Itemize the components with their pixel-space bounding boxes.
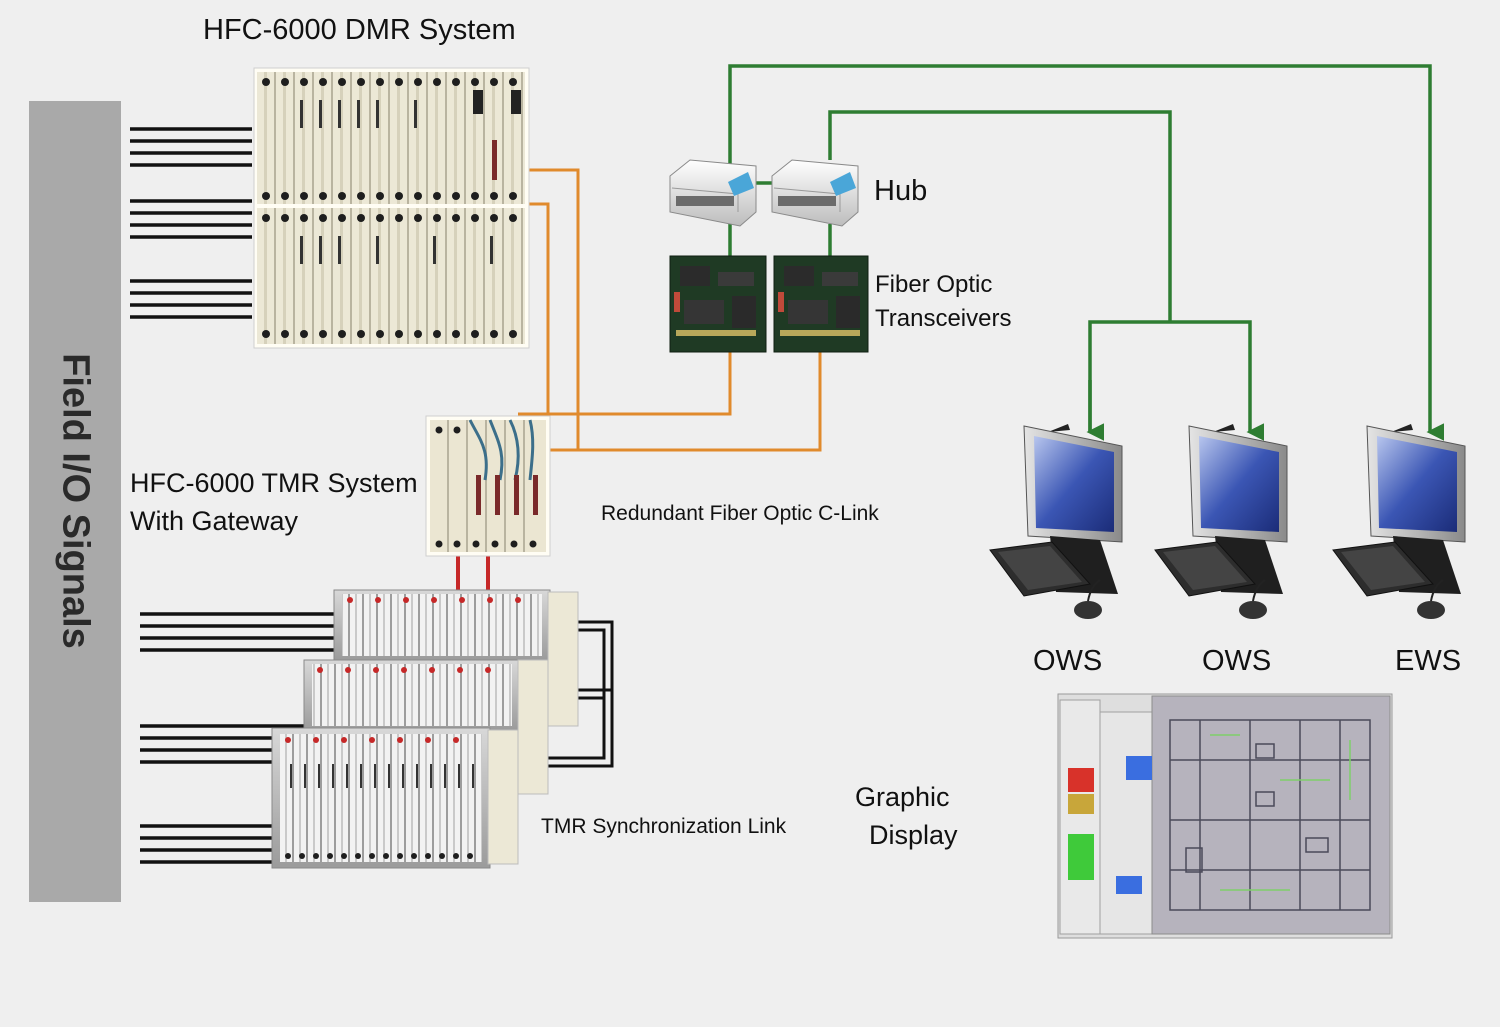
tmr-system-label-line1: HFC-6000 TMR System [130,468,418,498]
field-io-wires [130,127,334,864]
hub-label: Hub [874,175,928,207]
c-link-orange-cables [518,168,822,452]
graphic-display-label-line1: Graphic [855,782,950,812]
gateway-red-links [456,554,490,590]
fiber-optic-label-line1: Fiber Optic [875,271,993,298]
field-io-signals-label: Field I/O Signals [54,353,97,649]
dmr-system-label: HFC-6000 DMR System [203,14,516,46]
ethernet-green-network [728,64,1444,441]
fiber-transceiver-icon [669,255,869,353]
graphic-display-label-line2: Display [869,820,958,850]
tmr-gateway-rack-icon [425,415,551,557]
tmr-sync-label: TMR Synchronization Link [541,815,787,838]
tmr-chassis-icon [271,589,579,869]
ows-1-label: OWS [1033,645,1103,677]
dmr-rack-icon [253,67,530,349]
fiber-optic-label-line2: Transceivers [875,305,1012,332]
c-link-label: Redundant Fiber Optic C-Link [601,502,879,525]
ews-label: EWS [1395,645,1462,677]
workstation-icon [989,424,1466,619]
tmr-system-label-line2: With Gateway [130,506,299,536]
hub-icon [669,159,859,227]
graphic-display-screenshot [1057,693,1393,939]
ows-2-label: OWS [1202,645,1272,677]
field-io-signals-bar [29,101,121,902]
